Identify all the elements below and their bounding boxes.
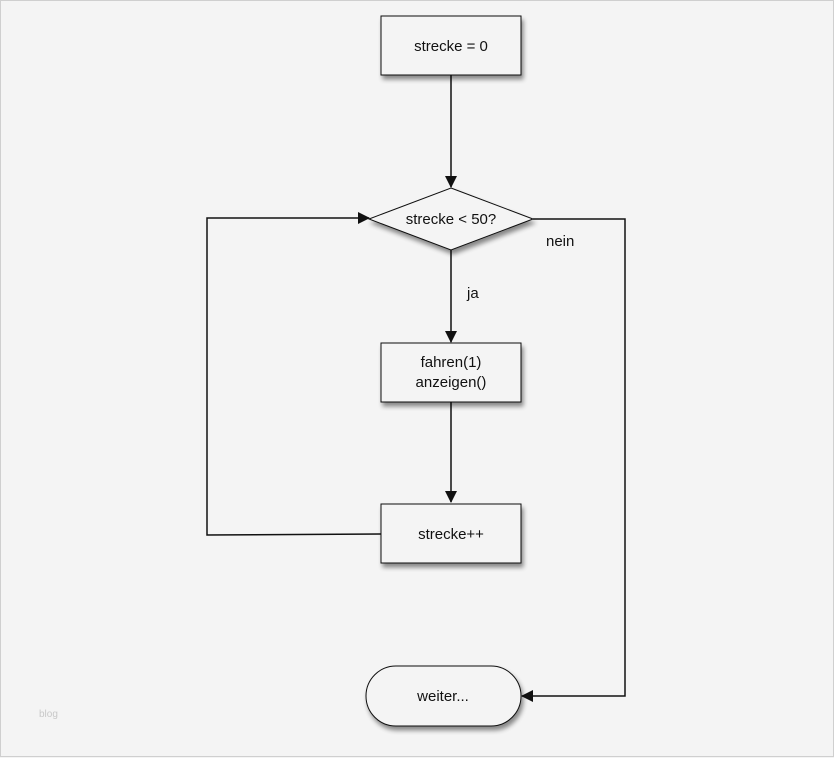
node-increment-label: strecke++	[418, 526, 484, 543]
edge-condition-no-to-end	[521, 218, 626, 702]
edge-label-yes: ja	[466, 285, 479, 302]
node-init-label: strecke = 0	[414, 38, 488, 55]
watermark-text: blog	[39, 709, 58, 720]
node-condition: strecke < 50?	[367, 187, 535, 251]
node-condition-label: strecke < 50?	[406, 211, 496, 228]
edge-increment-loop-back	[206, 212, 382, 536]
node-body-line2: anzeigen()	[416, 374, 487, 391]
node-body: fahren(1) anzeigen()	[380, 342, 522, 403]
node-increment: strecke++	[380, 503, 522, 564]
node-body-line1: fahren(1)	[421, 354, 482, 371]
node-end-label: weiter...	[416, 688, 469, 705]
node-end: weiter...	[365, 665, 522, 727]
node-init: strecke = 0	[380, 15, 522, 76]
edges	[206, 75, 626, 702]
edge-label-no: nein	[546, 233, 574, 250]
